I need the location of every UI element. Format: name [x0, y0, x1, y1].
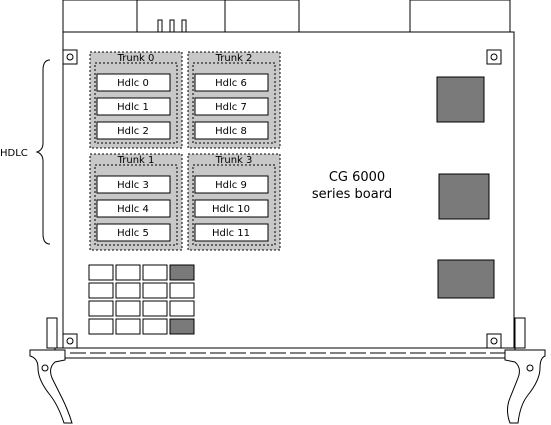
hdlc-channel-box: [96, 175, 171, 194]
hdlc-channel-label: Hdlc 1: [117, 102, 149, 113]
led-cell: [88, 264, 114, 281]
board-label-line1: CG 6000: [329, 170, 385, 185]
led-cell: [169, 264, 195, 281]
led-cell: [169, 300, 195, 317]
led-cell: [88, 300, 114, 317]
hdlc-channel-box: [96, 73, 171, 92]
hdlc-channel-box: [96, 97, 171, 116]
hdlc-channel-label: Hdlc 4: [117, 204, 149, 215]
hdlc-channel-label: Hdlc 2: [117, 126, 149, 137]
hdlc-channel-label: Hdlc 9: [215, 180, 247, 191]
led-cell: [115, 318, 141, 335]
hdlc-channel-label: Hdlc 0: [117, 78, 149, 89]
hdlc-channel-label: Hdlc 6: [215, 78, 247, 89]
trunk-inner-box: [192, 164, 276, 246]
hdlc-channel-box: [96, 121, 171, 140]
led-cell: [115, 300, 141, 317]
right-ejector-screw: [526, 364, 534, 372]
led-cell: [142, 282, 168, 299]
hdlc-brace: [35, 59, 51, 245]
chip-2: [438, 173, 490, 220]
hdlc-channel-label: Hdlc 10: [212, 204, 250, 215]
hdlc-channel-box: [194, 175, 269, 194]
hdlc-channel-box: [96, 199, 171, 218]
trunk-label: Trunk 3: [215, 155, 253, 166]
trunk-2-group: Trunk 1 Hdlc 3 Hdlc 4 Hdlc 5: [89, 153, 183, 251]
trunk-inner-box: [94, 164, 178, 246]
trunk-label: Trunk 0: [117, 53, 155, 64]
trunk-1-group: Trunk 2 Hdlc 6 Hdlc 7 Hdlc 8: [187, 51, 281, 149]
led-cell: [88, 282, 114, 299]
led-cell: [142, 264, 168, 281]
hdlc-channel-box: [194, 199, 269, 218]
hdlc-channel-label: Hdlc 3: [117, 180, 149, 191]
led-cell: [169, 282, 195, 299]
top-connectors: [62, 0, 511, 37]
trunk-label: Trunk 1: [117, 155, 155, 166]
led-cell: [142, 318, 168, 335]
hdlc-channel-box: [194, 73, 269, 92]
hdlc-channel-label: Hdlc 11: [212, 228, 250, 239]
hdlc-channel-label: Hdlc 5: [117, 228, 149, 239]
hdlc-channel-label: Hdlc 8: [215, 126, 247, 137]
led-cell: [142, 300, 168, 317]
trunk-inner-box: [192, 62, 276, 144]
chip-1: [436, 76, 485, 123]
trunk-0-group: Trunk 0 Hdlc 0 Hdlc 1 Hdlc 2: [89, 51, 183, 149]
hdlc-channel-box: [194, 121, 269, 140]
left-ejector-screw: [41, 364, 49, 372]
led-cell: [88, 318, 114, 335]
trunk-groups: Trunk 0 Hdlc 0 Hdlc 1 Hdlc 2 Trunk 2 Hdlc 6 Hd…: [89, 51, 281, 251]
right-ejector-handle: [504, 349, 546, 424]
board-label-line2: series board: [312, 187, 392, 202]
led-cell: [115, 282, 141, 299]
led-grid: [88, 264, 195, 335]
trunk-label: Trunk 2: [215, 53, 253, 64]
hdlc-channel-box: [96, 223, 171, 242]
led-cell: [169, 318, 195, 335]
chip-3: [437, 259, 495, 299]
left-ejector-handle: [29, 349, 73, 424]
trunk-3-group: Trunk 3 Hdlc 9 Hdlc 10 Hdlc 11: [187, 153, 281, 251]
mounting-holes: [62, 49, 502, 349]
chips: [436, 76, 495, 299]
trunk-inner-box: [94, 62, 178, 144]
side-label: HDLC: [0, 148, 28, 159]
front-panel: [46, 317, 526, 359]
led-cell: [115, 264, 141, 281]
hdlc-channel-label: Hdlc 7: [215, 102, 247, 113]
hdlc-channel-box: [194, 223, 269, 242]
hdlc-channel-box: [194, 97, 269, 116]
